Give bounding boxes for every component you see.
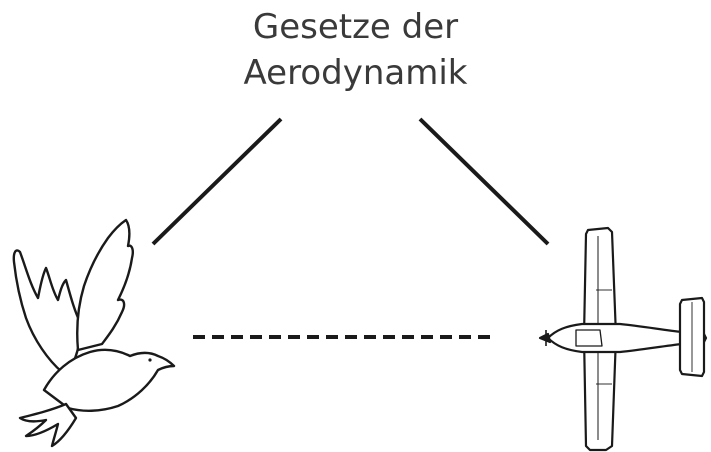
title-line-2: Aerodynamik xyxy=(243,53,468,93)
edge-top-to-bird xyxy=(151,117,283,246)
title-line-1: Gesetze der xyxy=(252,7,459,47)
dove-icon xyxy=(12,218,176,448)
airplane-icon xyxy=(538,226,708,452)
edge-top-to-plane xyxy=(418,117,550,246)
diagram-title: Gesetze der Aerodynamik xyxy=(0,4,711,96)
